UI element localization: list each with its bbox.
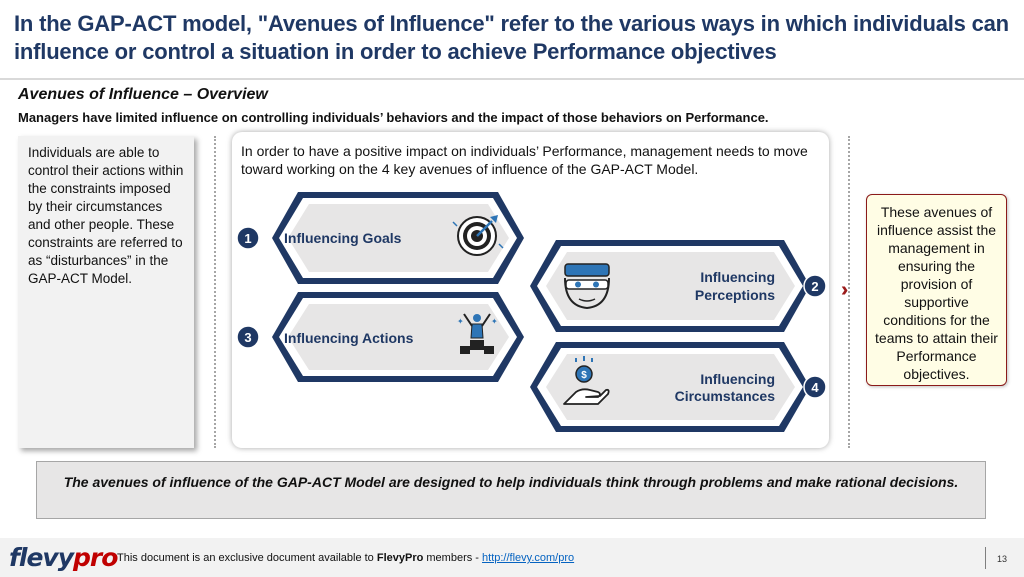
footer-bar bbox=[0, 538, 1024, 577]
badge-4: 4 bbox=[803, 375, 827, 399]
lever-3-shape bbox=[272, 292, 524, 382]
lever-2-label-line2: Perceptions bbox=[695, 287, 775, 303]
lever-3-label: Influencing Actions bbox=[284, 330, 414, 346]
svg-text:$: $ bbox=[581, 370, 587, 381]
logo-accent: pro bbox=[73, 543, 118, 572]
lever-2-label-line1: Influencing bbox=[700, 269, 775, 285]
support-note: These avenues of influence assist the ma… bbox=[866, 194, 1007, 386]
lever-1-shape bbox=[272, 192, 524, 284]
section-subtitle: Managers have limited influence on contr… bbox=[18, 110, 769, 125]
conclusion-box: The avenues of influence of the GAP-ACT … bbox=[36, 461, 986, 519]
title-divider bbox=[0, 78, 1024, 80]
flevypro-logo[interactable]: flevypro bbox=[9, 543, 118, 572]
money-hand-icon: $ bbox=[563, 356, 610, 405]
target-icon bbox=[452, 215, 504, 256]
page-number: 13 bbox=[997, 554, 1008, 564]
footer-notice: This document is an exclusive document a… bbox=[117, 552, 574, 564]
badge-3: 3 bbox=[236, 325, 260, 349]
lever-4-label-line1: Influencing bbox=[700, 371, 775, 387]
lever-1-label: Influencing Goals bbox=[284, 230, 402, 246]
footer-text-before: This document is an exclusive document a… bbox=[117, 552, 377, 564]
avenues-intro: In order to have a positive impact on in… bbox=[241, 143, 808, 177]
footer-text-middle: members - bbox=[423, 552, 483, 564]
lever-2-shape bbox=[530, 240, 810, 332]
lever-4-shape bbox=[530, 342, 810, 432]
winner-podium-icon: ✦ ✦ bbox=[457, 313, 498, 354]
badge-2: 2 bbox=[803, 274, 827, 298]
left-dotted-divider bbox=[214, 136, 216, 448]
badge-4-number: 4 bbox=[811, 380, 819, 395]
badge-1-number: 1 bbox=[244, 231, 251, 246]
flevy-pro-link[interactable]: http://flevy.com/pro bbox=[482, 552, 575, 564]
right-dotted-divider bbox=[848, 136, 850, 448]
lever-4-label-line2: Circumstances bbox=[675, 388, 776, 404]
constraints-note: Individuals are able to control their ac… bbox=[18, 136, 194, 448]
svg-text:✦: ✦ bbox=[491, 317, 498, 326]
vr-headset-icon bbox=[564, 263, 610, 310]
badge-1: 1 bbox=[236, 226, 260, 250]
avenues-hex-diagram: 1 3 2 4 ✦ ✦ bbox=[236, 192, 827, 432]
section-title: Avenues of Influence – Overview bbox=[18, 86, 268, 103]
logo-main: flevy bbox=[9, 543, 74, 572]
svg-text:✦: ✦ bbox=[457, 317, 464, 326]
badge-3-number: 3 bbox=[244, 330, 251, 345]
double-chevron-right-icon: ›› bbox=[841, 279, 850, 301]
badge-2-number: 2 bbox=[811, 279, 818, 294]
title-bar: In the GAP-ACT model, "Avenues of Influe… bbox=[0, 0, 1024, 78]
footer-divider bbox=[985, 547, 986, 569]
footer-brand: FlevyPro bbox=[376, 552, 424, 564]
page-title: In the GAP-ACT model, "Avenues of Influe… bbox=[14, 11, 1009, 64]
